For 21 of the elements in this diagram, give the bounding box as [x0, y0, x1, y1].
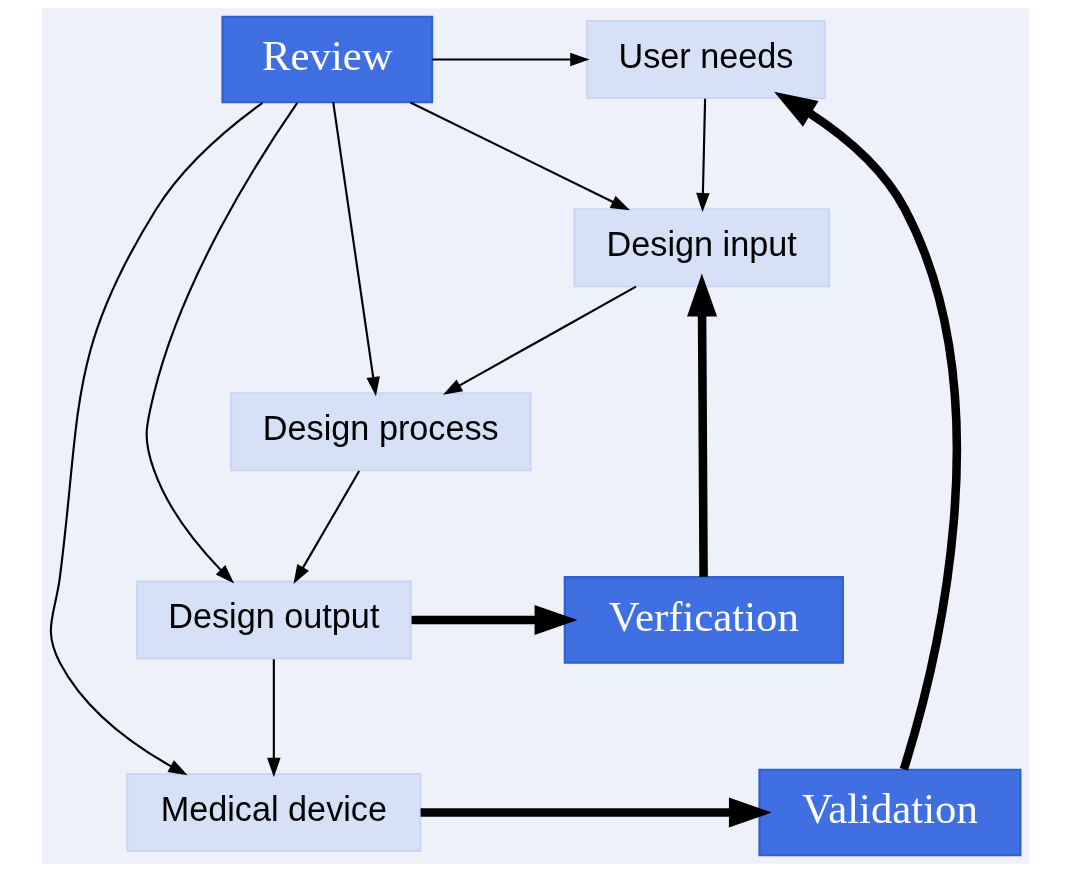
arrow [331, 102, 380, 397]
arrow [292, 470, 360, 585]
arrow [686, 273, 717, 577]
arrow [49, 102, 263, 776]
node-box: Review [220, 15, 433, 104]
arrow [431, 52, 589, 67]
arrow [442, 285, 636, 395]
node-box: Design process [229, 392, 532, 472]
node-box: Validation [757, 768, 1021, 857]
arrow [266, 659, 281, 778]
node-box: Medical device [125, 772, 421, 853]
arrow [145, 102, 298, 584]
arrow [773, 91, 961, 771]
arrow [420, 797, 772, 828]
arrow [695, 98, 710, 213]
node-box: User needs [585, 19, 826, 100]
arrow [411, 604, 577, 635]
node-box: Design output [135, 580, 412, 660]
node-box: Verfication [563, 576, 844, 664]
arrow [409, 101, 630, 211]
node-box: Design input [572, 208, 830, 288]
